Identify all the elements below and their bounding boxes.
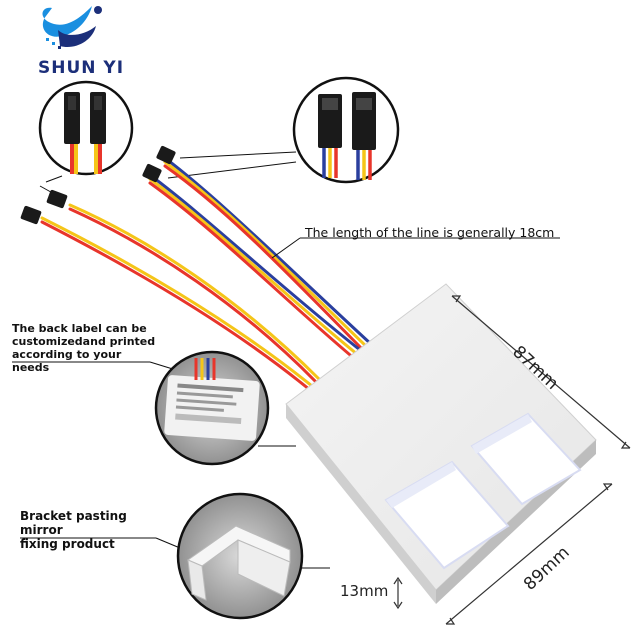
back-label-line: according to your needs (12, 348, 122, 374)
bracket-line: Bracket pasting mirror (20, 509, 127, 537)
bracket-zoom (176, 492, 304, 620)
back-label-line: customizedand printed (12, 335, 156, 348)
dimension-height: 13mm (340, 582, 389, 600)
zoom-pointer-lines (39, 151, 297, 197)
back-label-callout: The back label can be customizedand prin… (12, 322, 162, 374)
brand-logo (42, 6, 102, 49)
connector-zoom-left (38, 80, 134, 176)
connector-zoom-right (292, 76, 400, 184)
bracket-line: fixing product (20, 537, 115, 551)
wire-bundle (40, 156, 374, 392)
dimension-arrows (393, 295, 631, 625)
connector-heads (20, 145, 176, 225)
controller-box (285, 283, 597, 604)
callout-lines (12, 237, 560, 569)
back-label-zoom (154, 350, 270, 466)
back-label-line: The back label can be (12, 322, 147, 335)
bracket-callout: Bracket pasting mirror fixing product (20, 509, 170, 551)
brand-name: SHUN YI (38, 58, 125, 78)
line-length-callout: The length of the line is generally 18cm (305, 225, 555, 240)
